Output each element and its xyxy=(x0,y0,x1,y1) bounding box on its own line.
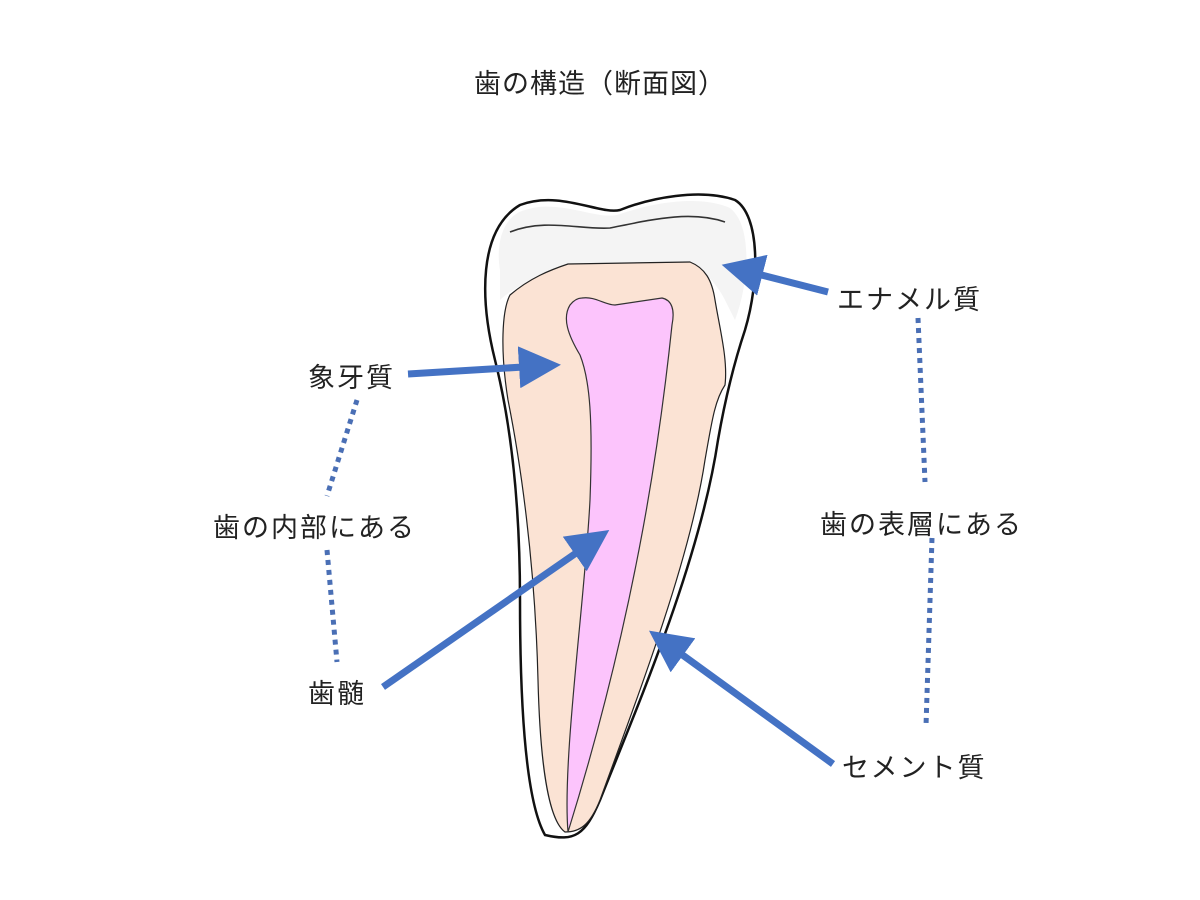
arrow-cementum xyxy=(648,630,836,767)
label-dentin: 象牙質 xyxy=(308,363,395,394)
dotted-bracket-outer-top xyxy=(915,317,928,483)
arrow-pulp xyxy=(381,530,610,690)
dotted-bracket-inner-top xyxy=(324,399,360,497)
diagram-title: 歯の構造（断面図） xyxy=(474,69,726,100)
enamel xyxy=(498,201,747,320)
label-inner-group: 歯の内部にある xyxy=(213,513,416,544)
dotted-bracket-outer-bottom xyxy=(923,537,935,727)
label-enamel: エナメル質 xyxy=(837,285,982,316)
arrow-dentin xyxy=(407,346,561,389)
label-cementum: セメント質 xyxy=(842,753,987,784)
arrow-enamel xyxy=(721,254,829,296)
dotted-bracket-inner-bottom xyxy=(324,549,340,663)
label-pulp: 歯髄 xyxy=(308,679,366,710)
pulp xyxy=(565,297,674,833)
label-outer-group: 歯の表層にある xyxy=(820,510,1023,541)
